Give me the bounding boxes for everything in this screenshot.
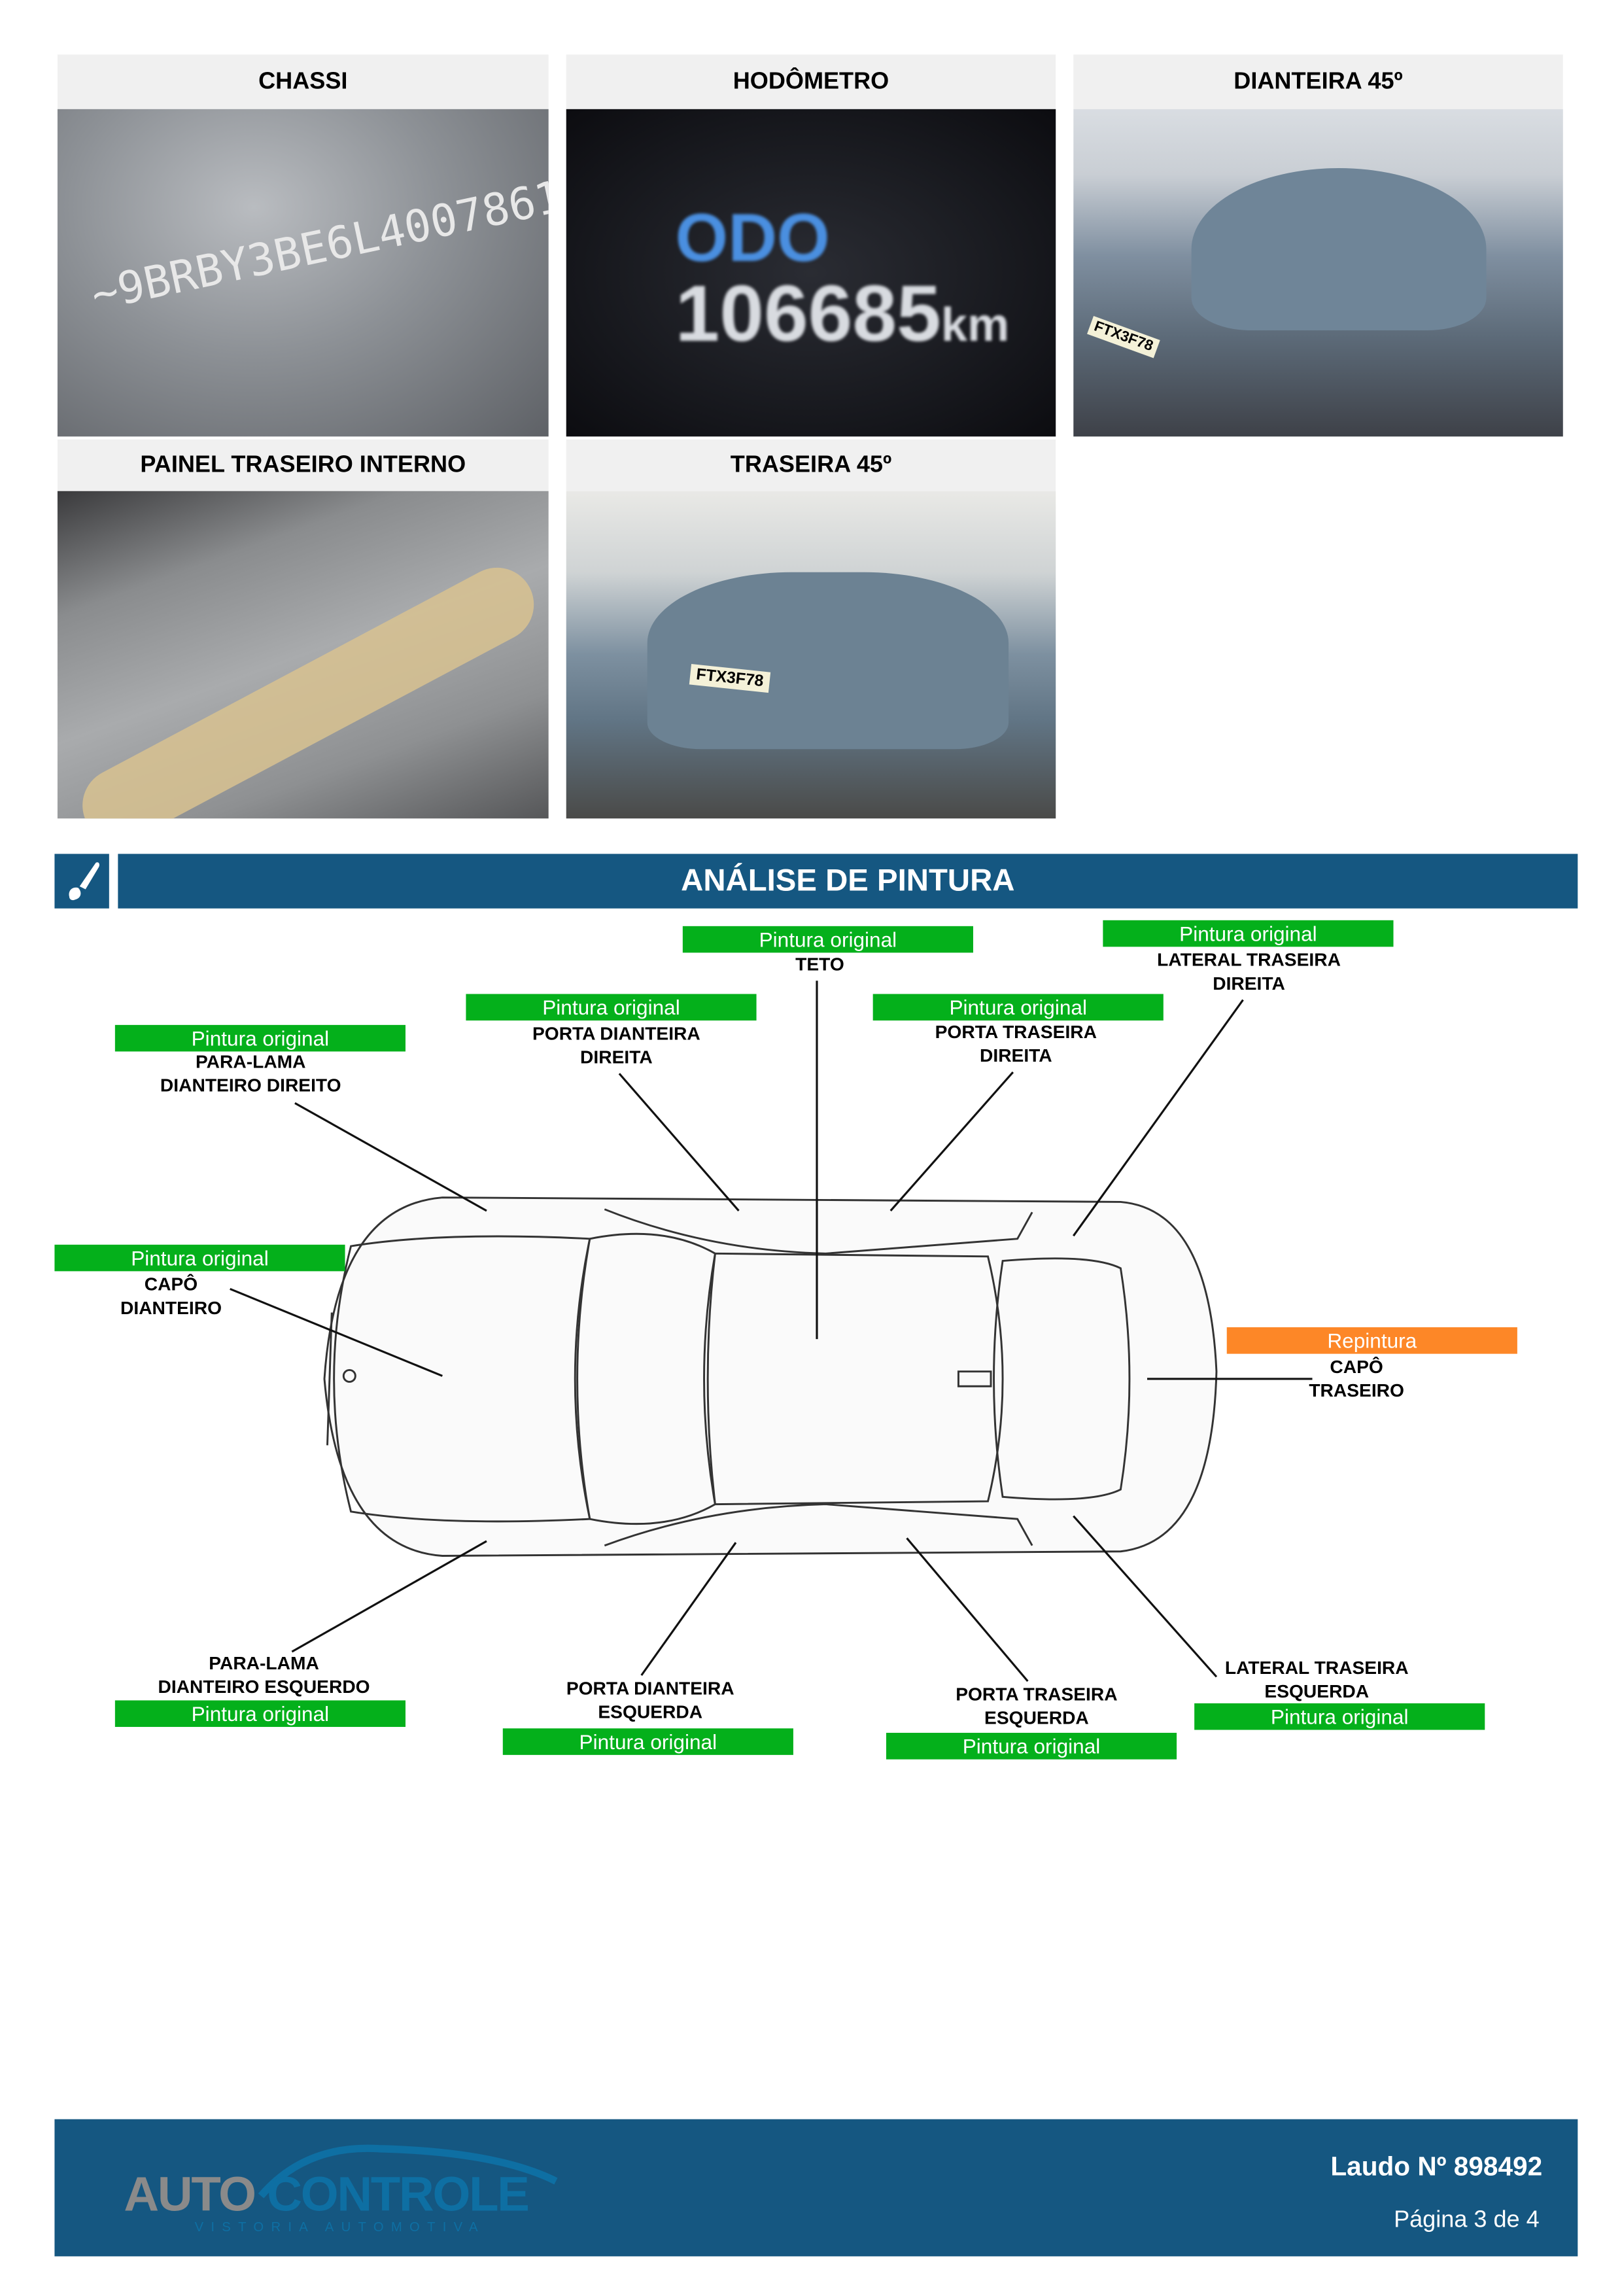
part-label-line: DIREITA (1213, 972, 1285, 994)
report-number: Laudo Nº 898492 (1330, 2151, 1543, 2182)
leader-para-lama-dianteiro-direito (294, 1102, 487, 1212)
status-badge-lateral-traseira-esquerda: Pintura original (1194, 1703, 1485, 1730)
logo-tagline: VISTORIA AUTOMOTIVA (194, 2219, 485, 2235)
part-label-line: PARA-LAMA (209, 1653, 319, 1674)
leader-lateral-traseira-direita (1072, 999, 1244, 1237)
logo: AUTO CONTROLE (124, 2166, 530, 2223)
photo-hodometro[interactable]: ODO 106685km (566, 109, 1056, 437)
car-shape (647, 572, 1009, 750)
logo-text-controle: CONTROLE (267, 2166, 530, 2221)
leader-porta-traseira-esquerda (906, 1537, 1029, 1682)
photo-dianteira-45[interactable]: FTX3F78 (1073, 109, 1563, 437)
part-label-line: PARA-LAMA (195, 1051, 306, 1073)
part-label-line: DIREITA (580, 1046, 653, 1068)
photo-title-hodometro: HODÔMETRO (566, 54, 1056, 109)
logo-text-auto: AUTO (124, 2166, 256, 2221)
photo-painel-traseiro-interno[interactable] (57, 491, 549, 819)
part-label-line: DIANTEIRO DIREITO (160, 1074, 341, 1095)
part-label-line: LATERAL TRASEIRA (1224, 1658, 1409, 1679)
odometer-label: ODO (675, 199, 830, 276)
status-badge-teto: Pintura original (682, 926, 973, 953)
part-label-line: DIANTEIRO ESQUERDO (158, 1676, 370, 1697)
part-label-line: CAPÔ (1330, 1357, 1383, 1378)
part-label-line: ESQUERDA (984, 1707, 1089, 1728)
status-badge-porta-dianteira-esquerda: Pintura original (502, 1728, 793, 1755)
photo-title-chassi: CHASSI (57, 54, 549, 109)
leader-lines (230, 981, 1313, 1682)
part-label-teto: TETO (658, 954, 982, 977)
odometer-reading: 106685km (676, 268, 1010, 360)
part-label-line: ESQUERDA (1264, 1680, 1370, 1701)
part-label-line: DIANTEIRO (120, 1296, 222, 1318)
photo-chassi[interactable]: ~9BRBY3BE6L4007861~ (57, 109, 549, 437)
photo-title-dianteira: DIANTEIRA 45º (1073, 54, 1563, 109)
photo-title-traseira: TRASEIRA 45º (566, 439, 1056, 491)
footer: AUTO CONTROLE VISTORIA AUTOMOTIVA Laudo … (54, 2119, 1578, 2257)
part-label-line: CAPÔ (144, 1274, 198, 1295)
part-label-line: LATERAL TRASEIRA (1157, 949, 1341, 971)
status-badge-porta-dianteira-direita: Pintura original (466, 994, 757, 1021)
status-badge-lateral-traseira-direita: Pintura original (1103, 920, 1394, 947)
paintbrush-icon (54, 854, 109, 909)
status-badge-capo-dianteiro: Pintura original (54, 1244, 345, 1272)
part-label-line: PORTA DIANTEIRA (532, 1023, 700, 1045)
part-label-line: PORTA DIANTEIRA (566, 1678, 734, 1699)
car-shape (1191, 168, 1487, 331)
section-title: ANÁLISE DE PINTURA (118, 854, 1578, 909)
page-number: Página 3 de 4 (1394, 2207, 1540, 2233)
status-badge-capo-traseiro: Repintura (1226, 1327, 1517, 1354)
leader-para-lama-dianteiro-esquerdo (291, 1540, 487, 1653)
status-badge-porta-traseira-esquerda: Pintura original (886, 1733, 1177, 1760)
status-badge-para-lama-dianteiro-direito: Pintura original (114, 1024, 406, 1052)
part-label-line: TETO (795, 954, 844, 975)
photo-traseira-45[interactable]: FTX3F78 (566, 491, 1056, 819)
leader-porta-dianteira-direita (618, 1073, 740, 1211)
odometer-value: 106685 (675, 270, 941, 358)
odometer-unit: km (940, 298, 1010, 351)
part-label-line: PORTA TRASEIRA (935, 1022, 1097, 1043)
part-label-line: DIREITA (980, 1045, 1052, 1066)
part-label-line: TRASEIRO (1309, 1380, 1404, 1400)
status-badge-porta-traseira-direita: Pintura original (872, 994, 1164, 1021)
logo-car-swoosh-icon (258, 2144, 558, 2199)
leader-porta-dianteira-esquerda (640, 1542, 737, 1677)
leader-porta-traseira-direita (889, 1071, 1014, 1211)
status-badge-para-lama-dianteiro-esquerdo: Pintura original (114, 1700, 406, 1728)
leader-capo-dianteiro (230, 1287, 443, 1377)
leader-lateral-traseira-esquerda (1073, 1515, 1218, 1678)
photo-title-painel: PAINEL TRASEIRO INTERNO (57, 439, 549, 491)
part-label-line: PORTA TRASEIRA (956, 1684, 1118, 1705)
part-label-line: ESQUERDA (598, 1701, 703, 1722)
